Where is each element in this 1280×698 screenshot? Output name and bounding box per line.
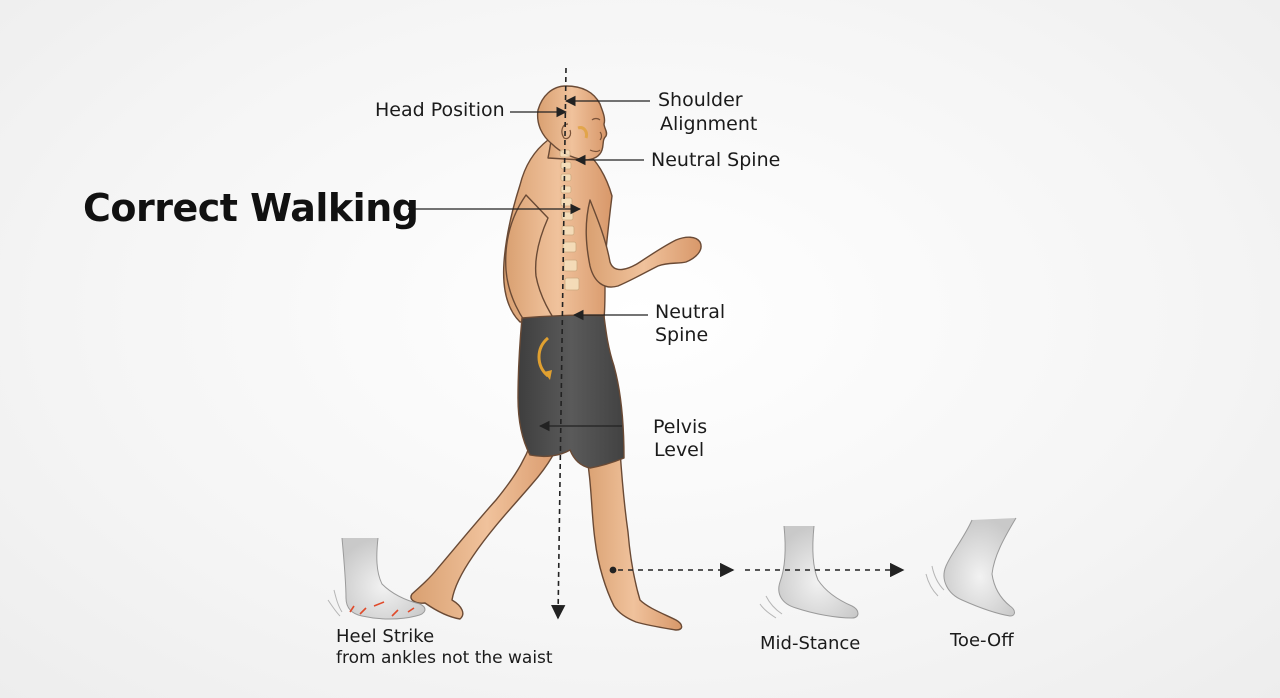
front-leg	[584, 447, 683, 631]
label-shoulder-line-2: Alignment	[660, 113, 758, 135]
label-heel-strike: Heel Strike	[336, 626, 435, 647]
front-arm	[585, 199, 702, 288]
label-pelvis-line-1: Pelvis	[653, 416, 708, 438]
ear-highlight	[577, 126, 588, 139]
label-head-position: Head Position	[375, 99, 505, 121]
shorts	[517, 314, 625, 469]
heel-strike-foot	[327, 537, 426, 620]
face-details	[561, 117, 603, 153]
alignment-line	[550, 67, 567, 620]
toe-off-foot	[925, 517, 1017, 617]
leader-lines	[408, 95, 650, 432]
label-toe-off: Toe-Off	[950, 630, 1014, 651]
label-neutral-spine-lower-line-1: Neutral	[655, 301, 726, 323]
gait-arrows	[609, 562, 905, 578]
label-pelvis-line-2: Level	[654, 439, 705, 461]
label-neutral-spine-lower-line-2: Spine	[655, 324, 709, 346]
head	[536, 85, 608, 161]
label-heel-strike-note: from ankles not the waist	[336, 648, 553, 668]
label-shoulder-line-1: Shoulder	[658, 89, 743, 111]
label-mid-stance: Mid-Stance	[760, 633, 861, 654]
mid-stance-foot	[759, 525, 859, 619]
label-neutral-spine-upper: Neutral Spine	[651, 149, 781, 171]
heel-impact-marks	[349, 601, 415, 617]
diagram-title: Correct Walking	[83, 186, 419, 230]
back-leg	[410, 419, 564, 620]
